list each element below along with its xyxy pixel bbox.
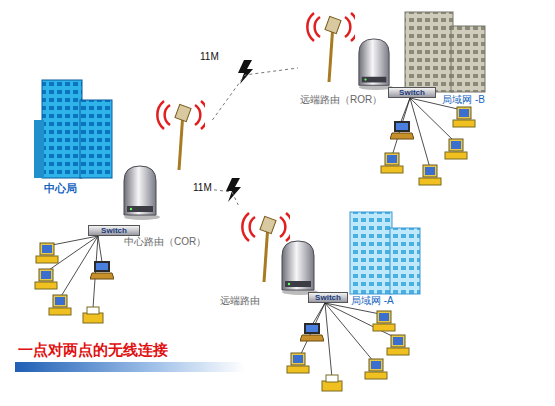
pc bbox=[419, 165, 441, 185]
router-node: 远端路由 bbox=[218, 205, 308, 308]
switch-label: Switch bbox=[389, 89, 435, 98]
lan-wire bbox=[410, 98, 430, 168]
wireless-bolt bbox=[238, 60, 253, 84]
caption-bar bbox=[15, 362, 245, 372]
node-label: 中心局 bbox=[44, 182, 77, 194]
node-label: 远端路由 bbox=[220, 295, 260, 306]
building-node: 局域网 -A bbox=[345, 200, 427, 308]
building-wing bbox=[451, 26, 485, 92]
printer bbox=[83, 307, 103, 323]
node-label: 远端路由（ROR） bbox=[300, 94, 382, 105]
building-side bbox=[34, 120, 44, 178]
pc bbox=[445, 139, 467, 159]
laptop bbox=[90, 261, 114, 279]
switch-bar: Switch bbox=[88, 225, 140, 236]
pc bbox=[49, 295, 71, 315]
laptop bbox=[390, 121, 414, 139]
switch-bar: Switch bbox=[308, 292, 348, 303]
figure-caption: 一点对两点的无线连接 bbox=[18, 341, 168, 360]
switch-label: Switch bbox=[89, 227, 139, 236]
node-label: 局域网 -A bbox=[351, 295, 394, 306]
node-label: 中心路由（COR） bbox=[124, 236, 206, 247]
link-speed-label: 11M bbox=[193, 183, 212, 193]
printer bbox=[322, 375, 342, 391]
wireless-link bbox=[214, 190, 238, 205]
lan-wires bbox=[300, 303, 396, 378]
building-tower bbox=[350, 212, 392, 294]
lan-wire bbox=[325, 303, 374, 362]
router bbox=[359, 39, 393, 90]
pc bbox=[381, 153, 403, 173]
laptop bbox=[300, 323, 324, 341]
router-node: 远端路由（ROR） bbox=[298, 18, 388, 106]
building-node: 中心局 bbox=[30, 72, 120, 196]
antenna bbox=[307, 13, 357, 82]
pc bbox=[365, 359, 387, 379]
building-tower bbox=[42, 80, 82, 178]
router bbox=[124, 166, 160, 220]
building-tower bbox=[405, 12, 453, 92]
switch-bar: Switch bbox=[388, 87, 436, 98]
building-wing bbox=[390, 228, 420, 294]
pc bbox=[35, 269, 57, 289]
building-wing bbox=[80, 100, 112, 178]
router bbox=[282, 241, 318, 295]
switch-label: Switch bbox=[309, 294, 347, 303]
pc bbox=[387, 335, 409, 355]
pc bbox=[453, 107, 475, 127]
lan-wire bbox=[98, 236, 102, 262]
node-label: 局域网 -B bbox=[442, 94, 485, 105]
link-speed-label: 11M bbox=[200, 52, 219, 62]
wireless-link bbox=[212, 68, 298, 120]
wireless-bolt bbox=[226, 178, 241, 202]
pc bbox=[287, 353, 309, 373]
lan-wire bbox=[325, 303, 396, 338]
antenna bbox=[157, 101, 207, 170]
lan-wire bbox=[300, 303, 325, 356]
lan-wire bbox=[60, 236, 98, 298]
pc bbox=[36, 243, 58, 263]
lan-wire bbox=[325, 303, 332, 378]
pc bbox=[373, 311, 395, 331]
